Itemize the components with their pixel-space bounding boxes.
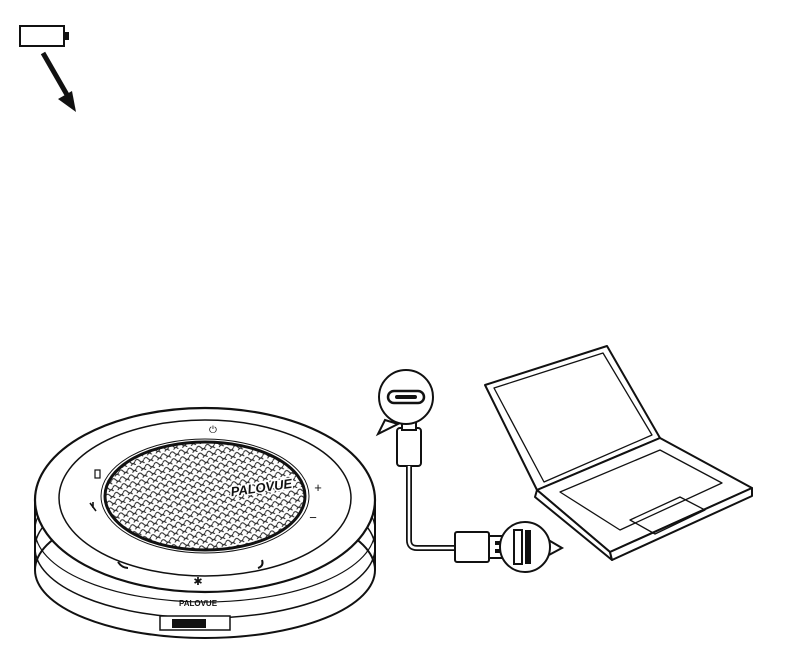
base-brand-label: PALOVUE bbox=[179, 599, 218, 608]
usb-c-port-icon bbox=[375, 369, 434, 437]
laptop bbox=[484, 345, 753, 561]
bluetooth-icon: ✱ bbox=[193, 576, 202, 588]
battery-icon bbox=[19, 25, 69, 47]
phone-icon bbox=[117, 561, 129, 569]
power-icon: ⏻ bbox=[209, 425, 217, 436]
hang-up-icon bbox=[257, 559, 264, 569]
pointer-arrow-icon bbox=[40, 51, 76, 112]
usb-a-port-icon bbox=[499, 521, 565, 573]
battery-small-icon bbox=[94, 469, 101, 479]
speaker-perspective-view: PALOVUE ⏻ + − ✱ PALOVUE bbox=[33, 406, 377, 639]
volume-up-icon: + bbox=[314, 480, 322, 495]
mic-mute-icon bbox=[89, 502, 97, 512]
volume-down-icon: − bbox=[309, 510, 317, 525]
